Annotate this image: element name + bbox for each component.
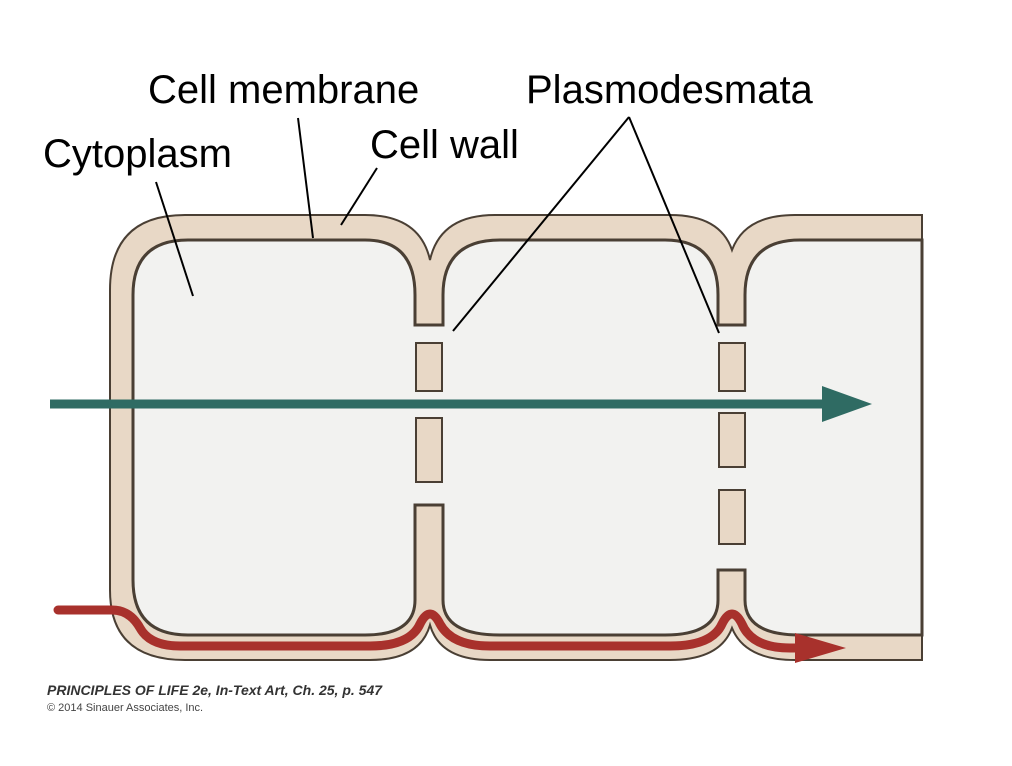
credit-copyright: © 2014 Sinauer Associates, Inc. (47, 702, 203, 714)
symplastic-pathway-arrow (50, 386, 872, 422)
leader-cytoplasm (155, 181, 194, 297)
wall-segment (415, 417, 443, 483)
label-cell-wall: Cell wall (370, 123, 519, 167)
credit-title: PRINCIPLES OF LIFE 2e, In-Text Art, Ch. … (47, 682, 383, 698)
cell-1 (131, 238, 924, 637)
wall-segment (718, 342, 746, 392)
leader-plasmodesmata-2 (628, 116, 720, 334)
label-plasmodesmata: Plasmodesmata (526, 68, 814, 112)
leader-lines (155, 116, 720, 334)
wall-segment (718, 489, 746, 545)
cytoplasm-cell-1 (131, 238, 924, 637)
wall-segment (415, 342, 443, 392)
leader-plasmodesmata-1 (452, 116, 630, 332)
label-cell-membrane: Cell membrane (148, 68, 419, 112)
plasmodesmata-junction-2 (718, 342, 746, 545)
leader-cell-wall (340, 167, 378, 226)
apoplastic-pathway-arrow (53, 605, 846, 663)
leader-cell-membrane (297, 117, 314, 239)
wall-segment (718, 412, 746, 468)
plasmodesmata-junction-1 (415, 342, 443, 483)
label-cytoplasm: Cytoplasm (43, 132, 232, 176)
